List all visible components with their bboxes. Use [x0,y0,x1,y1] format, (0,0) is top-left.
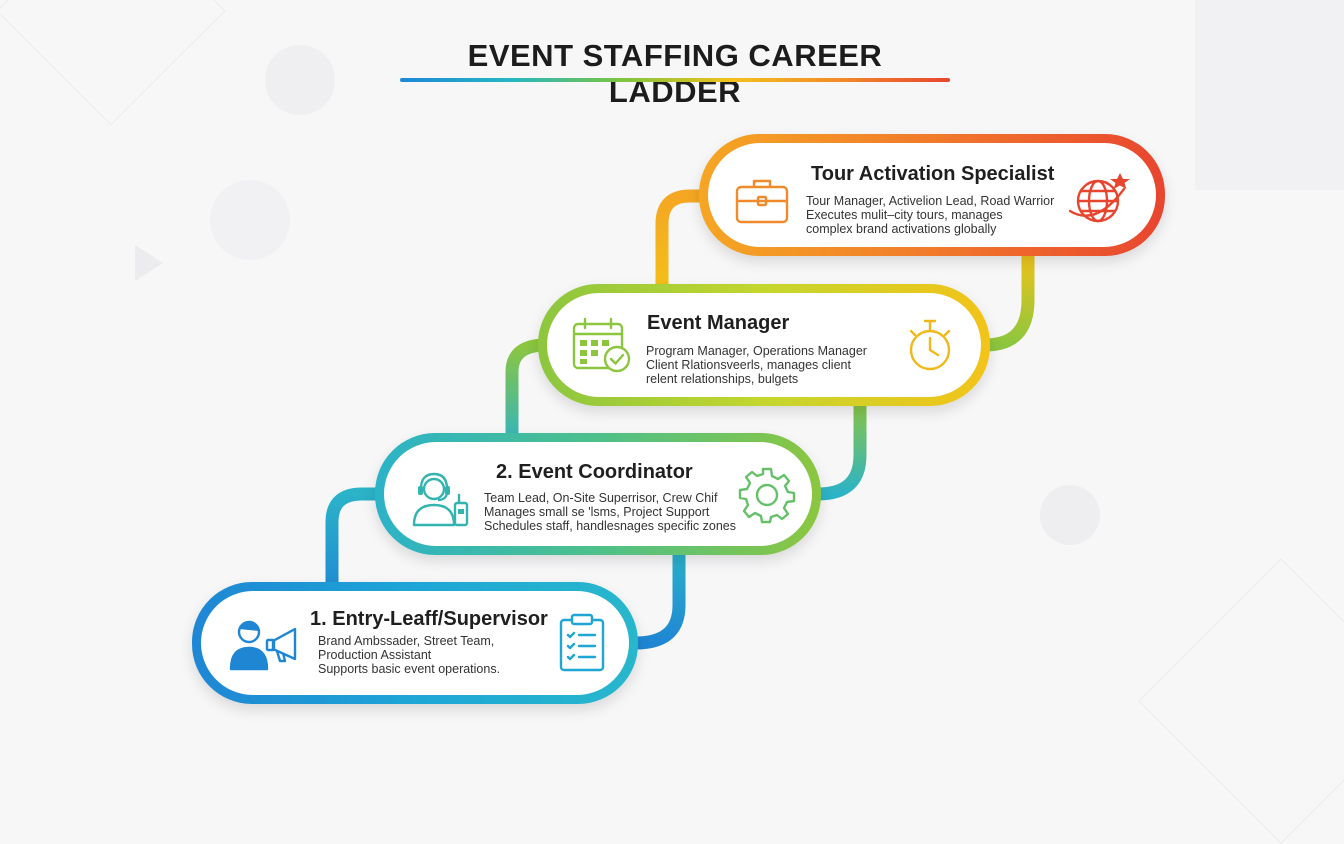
person-megaphone-icon [229,617,305,678]
card-body: 1. Entry-Leaff/Supervisor Brand Ambssade… [201,591,629,695]
career-level-card-event-coordinator: 2. Event Coordinator Team Lead, On-Site … [375,433,821,555]
stopwatch-icon [905,317,955,378]
card-title: Tour Activation Specialist [811,163,1055,185]
background-circle [1040,485,1100,545]
card-line: Tour Manager, Activelion Lead, Road Warr… [806,194,1055,208]
card-body: Tour Activation Specialist Tour Manager,… [708,143,1156,247]
card-line: Team Lead, On-Site Superrisor, Crew Chif [484,491,718,505]
card-title: 2. Event Coordinator [496,461,693,483]
career-level-card-event-manager: Event Manager Program Manager, Operation… [538,284,990,406]
clipboard-icon [557,613,607,678]
card-line: Schedules staff, handlesnages specific z… [484,519,737,533]
card-line: relent relationships, bulgets [646,372,799,386]
career-level-card-entry-level: 1. Entry-Leaff/Supervisor Brand Ambssade… [192,582,638,704]
gear-icon [738,466,796,529]
background-circle [265,45,335,115]
background-panel [1195,0,1344,190]
headset-radio-icon [410,469,472,534]
card-title: Event Manager [647,312,790,334]
title-underline [400,78,950,82]
card-line: Client Rlationsveerls, manages client [646,358,851,372]
connector-coordinator-entry-right [629,541,686,650]
career-level-card-tour-activation-specialist: Tour Activation Specialist Tour Manager,… [699,134,1165,256]
connector-tour-manager-left [655,189,715,307]
card-body: 2. Event Coordinator Team Lead, On-Site … [384,442,812,546]
connector-coordinator-entry-left [325,487,391,607]
connector-tour-manager-right [978,243,1035,352]
connector-manager-coordinator-right [811,393,867,501]
calendar-check-icon [571,317,633,380]
card-line: Supports basic event operations. [318,662,501,676]
background-triangle [135,245,163,281]
briefcase-icon [734,176,790,231]
ladder-connectors [325,189,1035,650]
card-line: Production Assistant [318,648,432,662]
card-line: Executes mulit–city tours, manages [806,208,1003,222]
card-line: complex brand activations globally [806,222,997,236]
background-circle [210,180,290,260]
card-line: Brand Ambssader, Street Team, [318,634,495,648]
globe-plane-icon [1066,167,1134,234]
card-line: Program Manager, Operations Manager [646,344,867,358]
card-line: Manages small se 'lsms, Project Support [484,505,710,519]
card-body: Event Manager Program Manager, Operation… [547,293,981,397]
card-title: 1. Entry-Leaff/Supervisor [310,608,548,630]
